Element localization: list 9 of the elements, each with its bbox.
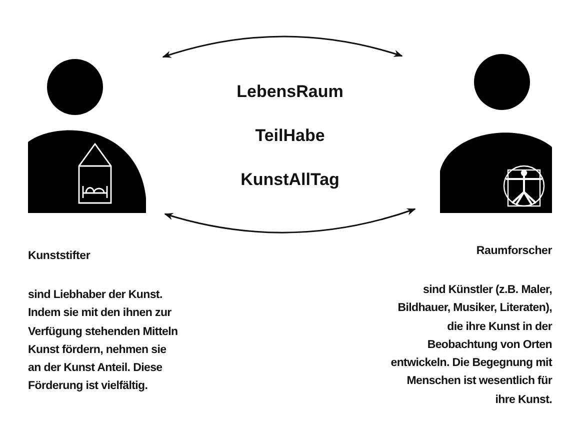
- double-arrow: [162, 36, 403, 58]
- double-arrow: [164, 208, 416, 234]
- keyword-text: KunstAllTag: [240, 170, 340, 190]
- role-heading: Kunststifter: [28, 250, 90, 262]
- keyword-text: LebensRaum: [236, 82, 344, 102]
- role-heading: Raumforscher: [476, 245, 552, 257]
- description-text: sind Liebhaber der Kunst. Indem sie mit den ihnen zur Verfügung stehenden Mitteln Kunst fördern, nehmen sie an der Kunst Anteil. Diese Förderung ist vielfältig.: [28, 288, 179, 394]
- description-text: sind Künstler (z.B. Maler, Bildhauer, Musiker, Literaten), die ihre Kunst in der Beobachtung von Orten entwickeln. Die Begegnung mit Menschen ist wesentlich für ihre Kunst.: [390, 283, 552, 408]
- keyword-text: TeilHabe: [254, 126, 326, 146]
